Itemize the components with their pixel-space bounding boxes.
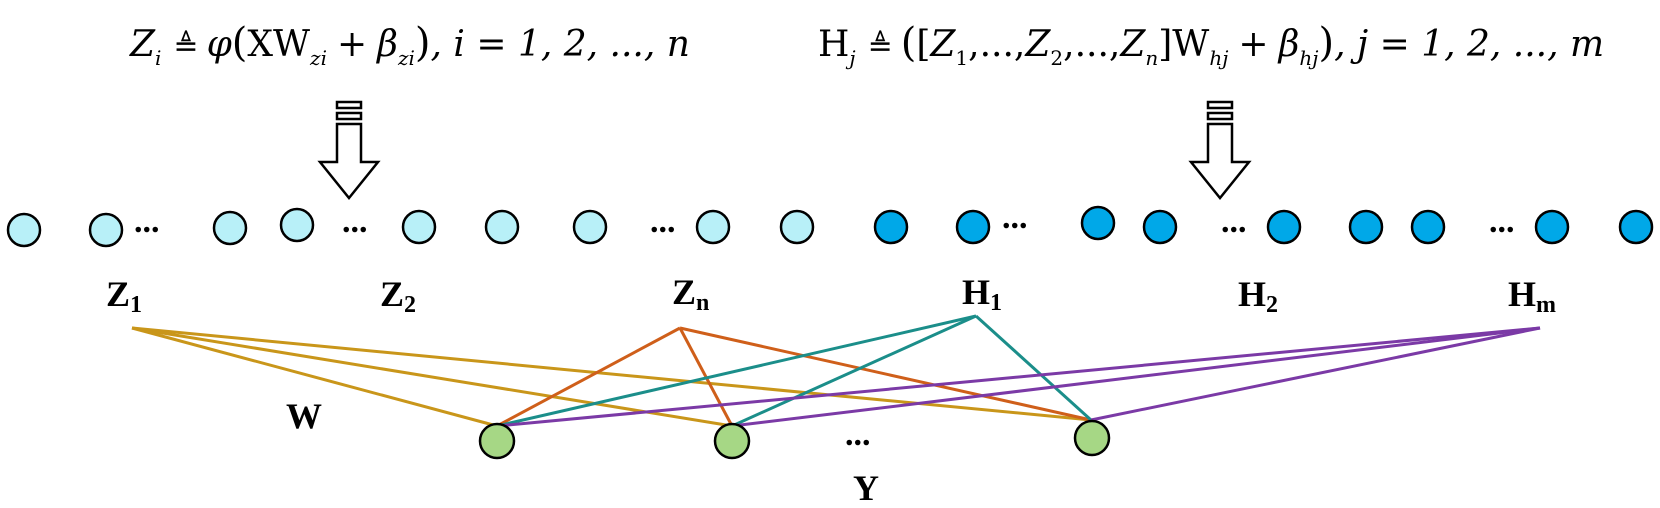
ellipsis: ... — [342, 203, 368, 240]
enhancement-node — [1618, 209, 1654, 245]
enhancement-node — [873, 209, 909, 245]
enhancement-node — [1534, 209, 1570, 245]
enhancement-node — [1410, 209, 1446, 245]
enhancement-nodes — [873, 205, 1654, 245]
edge-hm-y1 — [496, 326, 1541, 428]
edge-hm-y2 — [731, 326, 1541, 428]
label-h1: H1 — [962, 272, 1002, 316]
enhancement-node — [1142, 209, 1178, 245]
label-y: Y — [853, 468, 879, 508]
output-node — [713, 422, 751, 460]
enhancement-node — [1080, 205, 1116, 241]
edge-h1-y3 — [974, 314, 1093, 422]
edge-z1-y2 — [131, 326, 733, 428]
label-hm: Hm — [1508, 274, 1556, 318]
feature-node-formula: Zi≜φ(XWzi+βzi), i = 1, 2, ..., n — [129, 20, 690, 70]
feature-node — [695, 209, 731, 245]
label-z2: Z2 — [380, 274, 416, 318]
feature-node — [279, 207, 315, 243]
output-node — [478, 422, 516, 460]
label-w: W — [286, 396, 322, 436]
output-node — [1073, 419, 1111, 457]
edge-h1-y2 — [731, 314, 977, 428]
enhancement-node — [955, 209, 991, 245]
feature-node — [484, 209, 520, 245]
ellipsis: ... — [1221, 203, 1247, 240]
enhancement-down-arrow-icon — [1188, 100, 1252, 200]
feature-node — [572, 209, 608, 245]
feature-node — [6, 212, 42, 248]
enhancement-node-formula: Hj≜([Z1,...,Z2,...,Zn]Whj+βhj), j = 1, 2… — [818, 20, 1604, 70]
output-nodes — [478, 419, 1111, 460]
ellipsis: ... — [1489, 203, 1515, 240]
edge-zn-y1 — [496, 326, 681, 428]
edge-z1-y3 — [131, 326, 1092, 422]
feature-node — [401, 209, 437, 245]
edges — [131, 314, 1541, 428]
feature-node — [88, 212, 124, 248]
feature-down-arrow-icon — [317, 100, 381, 200]
edge-h1-y1 — [496, 314, 977, 428]
enhancement-node — [1348, 209, 1384, 245]
feature-node — [212, 210, 248, 246]
label-zn: Zn — [672, 272, 709, 316]
enhancement-node — [1266, 209, 1302, 245]
label-h2: H2 — [1238, 274, 1278, 318]
label-z1: Z1 — [106, 274, 142, 318]
ellipsis: ... — [1002, 199, 1028, 236]
feature-node — [779, 209, 815, 245]
edge-z1-y1 — [131, 326, 498, 428]
ellipsis: ... — [845, 416, 871, 453]
edge-zn-y3 — [679, 326, 1092, 422]
feature-nodes — [6, 207, 815, 248]
ellipsis: ... — [650, 203, 676, 240]
ellipsis: ... — [134, 203, 160, 240]
edge-hm-y3 — [1090, 326, 1541, 422]
